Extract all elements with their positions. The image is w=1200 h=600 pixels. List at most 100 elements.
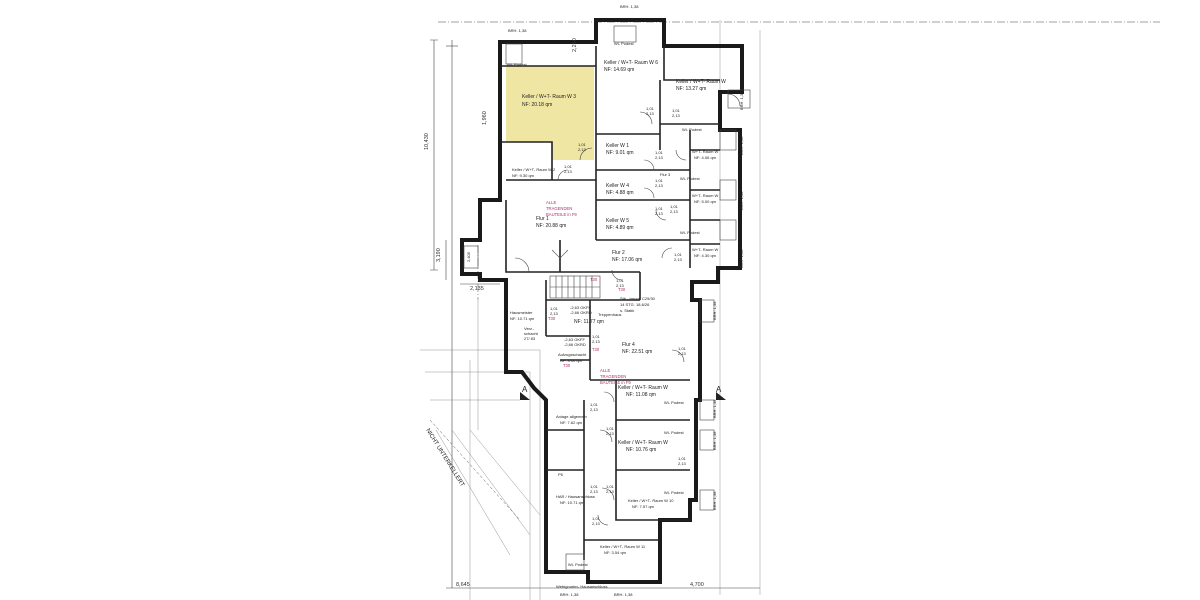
section-marker-right: A	[716, 385, 726, 400]
room-wc1-area: NF: 4.06 qm	[694, 155, 717, 160]
labels-t90-text: T30	[618, 287, 626, 292]
dims-d-bottom-left-text: 8,645	[456, 582, 470, 588]
labels-wpodest-text: Wi- Podest	[664, 430, 684, 435]
labels-door-h-text: 2,13	[550, 311, 559, 316]
room-wc2-name: W+T- Raum W	[692, 193, 719, 198]
labels-brh-text: BRH. 1,38	[560, 592, 579, 597]
labels-door-h-text: 2,13	[606, 431, 615, 436]
labels-door-text: 1,01	[670, 204, 679, 209]
labels-brh-text: BRH. 1,38	[739, 136, 744, 155]
dims-d-left-mid-text: 3,190	[436, 248, 442, 262]
labels-door-text: 1,01	[655, 206, 664, 211]
room-w3-area: NF: 20.18 qm	[522, 102, 552, 108]
labels-door-text: 1,01	[564, 164, 573, 169]
room-hausanschluss-name: HAR / Hausanschluss	[556, 494, 595, 499]
labels-p5-text: P5	[558, 472, 564, 477]
labels-stair-c-text: s. Statik	[620, 308, 634, 313]
labels-section-text: A	[716, 385, 722, 394]
room-wc3-name: W+T- Raum W	[692, 247, 719, 252]
labels-door-h-text: 2,13	[616, 283, 625, 288]
labels-tragende1-a-text: ALLE	[546, 200, 556, 205]
room-flur4-name: Flur 4	[622, 342, 635, 348]
window-wells	[463, 25, 751, 571]
labels-door-text: 1,01	[655, 150, 664, 155]
labels-door-h-text: 2,13	[670, 209, 679, 214]
brh-tags: BRH. 1,38 BRH. 1,38 BRH. 1,38 BRH. 1,38 …	[466, 4, 744, 597]
door-tags: 1,012,13 1,012,13 1,012,13 1,012,13 1,01…	[550, 106, 687, 526]
dims-d-left-b-text: 1,960	[482, 111, 488, 125]
room-w11-name: Keller / W+T- Raum W 11	[600, 544, 646, 549]
room-hausmeister-area: NF: 10.71 qm	[510, 316, 535, 321]
labels-brh-text: BRH. 1,38	[508, 28, 527, 33]
labels-door-text: 1,01	[678, 346, 687, 351]
labels-door-h-text: 2,13	[592, 521, 601, 526]
labels-wpodest-text: Wi- Podest	[664, 490, 684, 495]
labels-door-text: 1,01	[550, 306, 559, 311]
outer-wall	[460, 18, 744, 584]
labels-door-h-text: 2,13	[606, 489, 615, 494]
room-flur1-name: Flur 1	[536, 216, 549, 222]
room-w5-area: NF: 4.89 qm	[606, 225, 634, 231]
labels-door-text: 1,01	[592, 334, 601, 339]
labels-tragende1-b-text: TRAGENDEN	[546, 206, 572, 211]
labels-door-h-text: 2,13	[678, 461, 687, 466]
room-anlage-area: NF: 7.62 qm	[560, 420, 583, 425]
labels-section-text: A	[522, 385, 528, 394]
labels-door-text: 1,01	[590, 402, 599, 407]
labels-vent2-text: schacht	[524, 331, 539, 336]
room-w8-name: Keller / W+T- Raum W	[618, 385, 668, 391]
labels-vent1-text: Verz.-	[524, 326, 535, 331]
labels-door-text: 1,01	[655, 178, 664, 183]
interior-walls	[500, 46, 720, 560]
room-w2-area: NF: 9.30 qm	[512, 173, 535, 178]
room-w5-name: Keller W 5	[606, 218, 629, 224]
door-swings	[514, 93, 741, 526]
labels-brh2-text: 2,405	[466, 251, 471, 262]
room-treppenhaus-name: Treppenhaus	[598, 312, 621, 317]
room-w6-area: NF: 14.69 qm	[604, 67, 634, 73]
room-treppenhaus-area: NF: 11.77 qm	[574, 319, 604, 325]
labels-wpodest-text: Wi- Podest	[680, 230, 700, 235]
room-w10-area: NF: 7.57 qm	[632, 504, 655, 509]
labels-door-text: 1,01	[672, 108, 681, 113]
room-flur1-area: NF: 20.88 qm	[536, 223, 566, 229]
labels-okff-text: -2,63 OKFF	[570, 305, 591, 310]
labels-door-h-text: 2,13	[674, 257, 683, 262]
labels-door-h-text: 2,13	[655, 155, 664, 160]
labels-door-text: 1,01	[578, 142, 587, 147]
labels-door-text: 1,01	[674, 252, 683, 257]
room-aufzug-name: Aufzugsschacht	[558, 352, 587, 357]
labels-tragende2-c-text: BAUTEILE in F9	[600, 380, 631, 385]
room-w6-name: Keller / W+T- Raum W 6	[604, 60, 658, 66]
labels-t90-text: T30	[563, 363, 571, 368]
labels-brh-text: BRH. 1,38	[712, 399, 717, 418]
labels-wpodest-text: Wi- Podest	[614, 41, 634, 46]
labels-tragende2-b-text: TRAGENDEN	[600, 374, 626, 379]
room-w10-name: Keller / W+T- Raum W 10	[628, 498, 674, 503]
labels-brh-text: BRH. 1,38	[712, 431, 717, 450]
labels-door-h-text: 2,13	[564, 169, 573, 174]
labels-brh-text: BRH. 1,38	[614, 592, 633, 597]
room-wc2-area: NF: 5.00 qm	[694, 199, 717, 204]
room-anlage-name: Anlage allgemein	[556, 414, 587, 419]
structural-notes: ALLE TRAGENDEN BAUTEILE in F9 ALLE TRAGE…	[546, 200, 631, 385]
labels-door-text: 1,01	[606, 484, 615, 489]
stair-treads	[549, 249, 601, 299]
labels-stair-a-text: Stb.- treppe C25/30	[620, 296, 656, 301]
room-w7-area: NF: 13.27 qm	[676, 86, 706, 92]
labels-door-h-text: 2,13	[672, 113, 681, 118]
labels-door-text: 1,01	[616, 278, 625, 283]
dims-d-top-text: 2,250	[572, 38, 578, 52]
labels-wpodest-text: Wi- Podest	[664, 400, 684, 405]
labels-door-text: 1,01	[592, 516, 601, 521]
labels-t90-text: T30	[592, 347, 600, 352]
room-w11-area: NF: 3.54 qm	[604, 550, 627, 555]
labels-brh-text: BRH. 1,38	[739, 91, 744, 110]
room-w3-highlight	[506, 66, 594, 160]
dims-d-bottom-right-text: 4,700	[690, 582, 704, 588]
labels-brh-text: BRH. 1,38	[739, 249, 744, 268]
labels-tragende1-c-text: BAUTEILE in F9	[546, 212, 577, 217]
dimensions: 2,250 10,430 3,190 2,135 1,960 8,645 4,7…	[424, 38, 704, 588]
labels-door-text: 1,01	[606, 426, 615, 431]
